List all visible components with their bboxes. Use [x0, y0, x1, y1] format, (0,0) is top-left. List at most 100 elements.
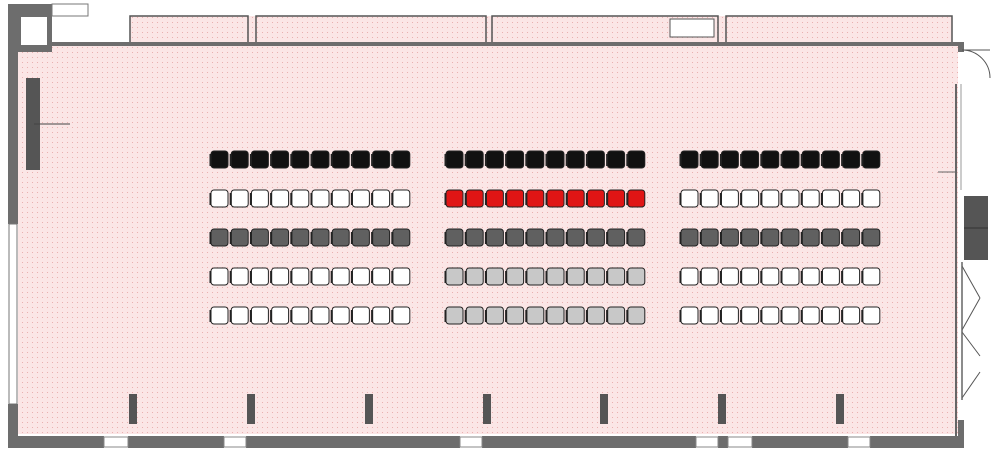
seat-left-row5-col10[interactable]	[392, 306, 411, 325]
seat-center-row3-col9[interactable]	[607, 228, 626, 247]
seat-left-row3-col9[interactable]	[372, 228, 391, 247]
seat-right-row1-col3[interactable]	[720, 150, 739, 169]
seat-center-row2-col10[interactable]	[627, 189, 646, 208]
seat-left-row5-col6[interactable]	[311, 306, 330, 325]
seat-left-row2-col4[interactable]	[271, 189, 290, 208]
seat-center-row2-col4[interactable]	[506, 189, 525, 208]
seat-left-row5-col2[interactable]	[230, 306, 249, 325]
seat-left-row3-col2[interactable]	[230, 228, 249, 247]
seat-left-row3-col8[interactable]	[351, 228, 370, 247]
seat-right-row4-col9[interactable]	[842, 267, 861, 286]
seat-center-row5-col10[interactable]	[627, 306, 646, 325]
seat-center-row1-col7[interactable]	[566, 150, 585, 169]
seat-right-row2-col3[interactable]	[720, 189, 739, 208]
seat-left-row3-col4[interactable]	[271, 228, 290, 247]
seat-right-row2-col10[interactable]	[862, 189, 881, 208]
seat-center-row1-col2[interactable]	[465, 150, 484, 169]
seat-left-row2-col7[interactable]	[331, 189, 350, 208]
seat-left-row2-col1[interactable]	[210, 189, 229, 208]
seat-left-row1-col7[interactable]	[331, 150, 350, 169]
seat-right-row4-col8[interactable]	[821, 267, 840, 286]
seat-right-row3-col6[interactable]	[781, 228, 800, 247]
seat-right-row5-col8[interactable]	[821, 306, 840, 325]
seat-left-row1-col6[interactable]	[311, 150, 330, 169]
seat-right-row5-col5[interactable]	[761, 306, 780, 325]
seat-right-row3-col2[interactable]	[700, 228, 719, 247]
seat-left-row2-col8[interactable]	[351, 189, 370, 208]
seat-left-row4-col7[interactable]	[331, 267, 350, 286]
seat-right-row3-col3[interactable]	[720, 228, 739, 247]
seat-right-row4-col10[interactable]	[862, 267, 881, 286]
seat-center-row5-col7[interactable]	[566, 306, 585, 325]
seat-center-row3-col2[interactable]	[465, 228, 484, 247]
seat-left-row3-col6[interactable]	[311, 228, 330, 247]
seat-left-row1-col1[interactable]	[210, 150, 229, 169]
seat-left-row3-col1[interactable]	[210, 228, 229, 247]
seat-left-row4-col5[interactable]	[291, 267, 310, 286]
seat-left-row5-col5[interactable]	[291, 306, 310, 325]
seat-left-row4-col6[interactable]	[311, 267, 330, 286]
seat-right-row4-col2[interactable]	[700, 267, 719, 286]
seat-center-row4-col1[interactable]	[445, 267, 464, 286]
seat-right-row2-col2[interactable]	[700, 189, 719, 208]
seat-right-row1-col4[interactable]	[741, 150, 760, 169]
seat-right-row1-col2[interactable]	[700, 150, 719, 169]
seat-right-row2-col9[interactable]	[842, 189, 861, 208]
seat-center-row5-col9[interactable]	[607, 306, 626, 325]
seat-right-row1-col8[interactable]	[821, 150, 840, 169]
seat-right-row5-col9[interactable]	[842, 306, 861, 325]
seat-right-row5-col7[interactable]	[801, 306, 820, 325]
seat-right-row3-col9[interactable]	[842, 228, 861, 247]
seat-right-row4-col6[interactable]	[781, 267, 800, 286]
seat-right-row2-col8[interactable]	[821, 189, 840, 208]
seat-left-row5-col3[interactable]	[250, 306, 269, 325]
seat-center-row5-col4[interactable]	[506, 306, 525, 325]
seat-center-row2-col1[interactable]	[445, 189, 464, 208]
seat-left-row1-col2[interactable]	[230, 150, 249, 169]
seat-center-row1-col10[interactable]	[627, 150, 646, 169]
seat-center-row4-col10[interactable]	[627, 267, 646, 286]
seat-center-row5-col3[interactable]	[485, 306, 504, 325]
seat-center-row3-col7[interactable]	[566, 228, 585, 247]
seat-right-row4-col7[interactable]	[801, 267, 820, 286]
seat-right-row5-col4[interactable]	[741, 306, 760, 325]
seat-right-row2-col5[interactable]	[761, 189, 780, 208]
seat-left-row1-col4[interactable]	[271, 150, 290, 169]
seat-left-row4-col9[interactable]	[372, 267, 391, 286]
seat-center-row2-col8[interactable]	[586, 189, 605, 208]
seat-center-row1-col3[interactable]	[485, 150, 504, 169]
seat-right-row1-col10[interactable]	[862, 150, 881, 169]
seat-right-row4-col5[interactable]	[761, 267, 780, 286]
seat-right-row4-col1[interactable]	[680, 267, 699, 286]
seat-right-row2-col7[interactable]	[801, 189, 820, 208]
seat-right-row4-col3[interactable]	[720, 267, 739, 286]
seat-center-row3-col1[interactable]	[445, 228, 464, 247]
seat-left-row4-col8[interactable]	[351, 267, 370, 286]
seat-center-row1-col5[interactable]	[526, 150, 545, 169]
seat-center-row3-col6[interactable]	[546, 228, 565, 247]
seat-right-row3-col10[interactable]	[862, 228, 881, 247]
seat-center-row4-col7[interactable]	[566, 267, 585, 286]
seat-left-row1-col5[interactable]	[291, 150, 310, 169]
seat-center-row2-col7[interactable]	[566, 189, 585, 208]
seat-center-row2-col9[interactable]	[607, 189, 626, 208]
seat-right-row3-col5[interactable]	[761, 228, 780, 247]
seat-center-row5-col2[interactable]	[465, 306, 484, 325]
seat-center-row2-col3[interactable]	[485, 189, 504, 208]
seat-center-row4-col8[interactable]	[586, 267, 605, 286]
seat-center-row1-col9[interactable]	[607, 150, 626, 169]
seat-right-row2-col4[interactable]	[741, 189, 760, 208]
seat-center-row1-col6[interactable]	[546, 150, 565, 169]
seat-left-row4-col2[interactable]	[230, 267, 249, 286]
seat-left-row2-col6[interactable]	[311, 189, 330, 208]
seat-left-row2-col2[interactable]	[230, 189, 249, 208]
seat-center-row5-col1[interactable]	[445, 306, 464, 325]
seat-right-row4-col4[interactable]	[741, 267, 760, 286]
seat-left-row4-col10[interactable]	[392, 267, 411, 286]
seat-left-row5-col8[interactable]	[351, 306, 370, 325]
seat-right-row1-col6[interactable]	[781, 150, 800, 169]
seat-right-row5-col1[interactable]	[680, 306, 699, 325]
seat-left-row4-col3[interactable]	[250, 267, 269, 286]
seat-center-row3-col3[interactable]	[485, 228, 504, 247]
seat-center-row2-col6[interactable]	[546, 189, 565, 208]
